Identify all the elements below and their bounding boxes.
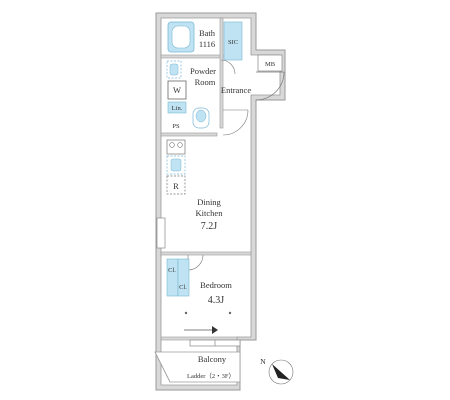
closet <box>166 258 190 297</box>
refrigerator-label: R <box>173 181 179 191</box>
bath-size: 1116 <box>199 39 215 49</box>
linen-closet <box>167 101 187 114</box>
bedroom-size: 4.3J <box>208 295 225 306</box>
closet-label-top: Cl. <box>168 267 176 274</box>
ps-label: PS <box>172 123 180 130</box>
closet-label-bottom: Cl. <box>179 284 187 291</box>
refrigerator-space <box>166 175 186 195</box>
kitchen-label-2: Kitchen <box>196 208 224 218</box>
washer-space <box>167 80 187 100</box>
balcony-label: Balcony <box>198 354 227 364</box>
balcony-sliding-door <box>189 339 241 347</box>
sic-closet <box>223 21 243 61</box>
north-arrow-icon: N <box>260 357 294 385</box>
entrance-label: Entrance <box>221 85 251 95</box>
linen-label: Lin. <box>172 105 183 112</box>
sic-label: SIC <box>228 39 238 46</box>
mb-label: MB <box>265 61 276 68</box>
bath-label: Bath <box>199 28 216 38</box>
washbasin <box>166 60 182 79</box>
kitchen-window <box>156 217 166 249</box>
powder-label-1: Powder <box>190 66 216 76</box>
compass-label: N <box>260 357 266 366</box>
washer-label: W <box>173 85 181 95</box>
mb-box <box>257 54 283 72</box>
bedroom-label: Bedroom <box>200 280 232 290</box>
bathtub <box>167 21 195 53</box>
entrance-door <box>255 71 285 101</box>
kitchen-label-1: Dining <box>197 197 221 207</box>
balcony <box>154 351 241 383</box>
outlets <box>184 311 232 315</box>
hatch-arrow <box>184 326 218 334</box>
toilet <box>192 107 210 129</box>
kitchen-size: 7.2J <box>201 221 218 232</box>
interior-doors <box>220 59 249 136</box>
ladder-label: Ladder（2・3F） <box>187 372 235 380</box>
kitchen-counter <box>166 139 186 175</box>
powder-label-2: Room <box>195 77 216 87</box>
